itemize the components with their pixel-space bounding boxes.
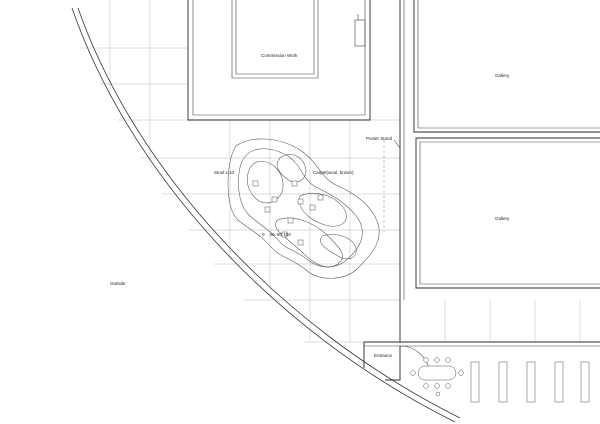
commission-work-room [187, 0, 371, 121]
gallery-room-top [399, 0, 600, 300]
curved-outer-wall [71, 7, 461, 423]
stool-label: Stool x 10 [214, 170, 235, 175]
entrance-table [410, 357, 464, 397]
gallery-top-label: Gallery [495, 73, 510, 78]
display-plinths [470, 361, 590, 403]
poster-stand-label: Poster Stand [366, 136, 393, 141]
carpet [227, 138, 380, 279]
carpet-label: Carpet(wool, brown) [313, 170, 354, 175]
entrance-label: Entrance [374, 353, 393, 358]
gallery-mid-label: Gallery [495, 216, 510, 221]
outside-label: Outside [110, 281, 126, 286]
lower-walls [363, 300, 600, 381]
scale-label: 0 40 80 100 [262, 232, 291, 237]
poster-stand [383, 139, 401, 232]
commission-work-label: Commission Work [261, 53, 298, 58]
gallery-room-mid [415, 137, 600, 289]
